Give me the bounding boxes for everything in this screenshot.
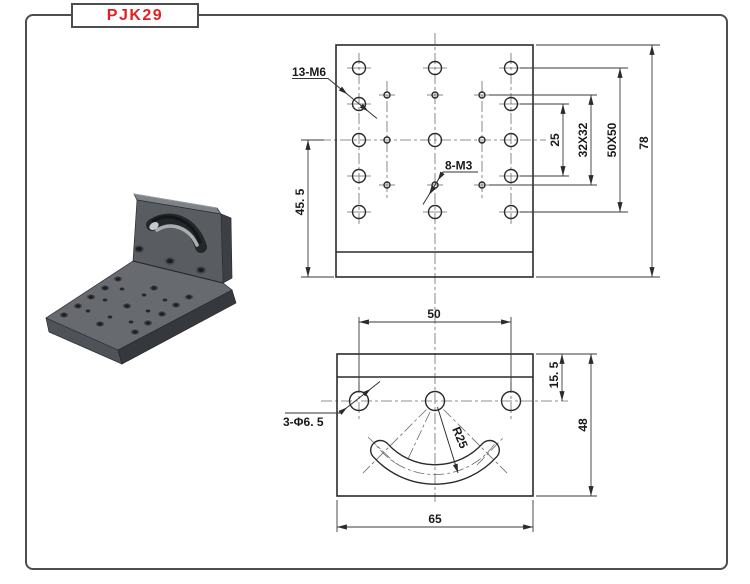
leader-m6: 13-M6 (292, 65, 378, 119)
dim-text-65: 65 (428, 512, 442, 526)
dim-text-50x50: 50X50 (605, 122, 619, 157)
label-m3: 8-M3 (445, 159, 473, 173)
plate-holes-3d (134, 245, 206, 274)
dim-50: 50 (358, 307, 512, 392)
front-view-outline (335, 44, 534, 278)
dim-right-bottom-view: 15. 5 48 (536, 353, 597, 497)
dim-65: 65 (336, 500, 534, 532)
front-view: 13-M6 8-M3 45. 5 (292, 44, 660, 278)
label-phi65: 3-Φ6. 5 (283, 415, 324, 429)
bottom-view-outline (336, 353, 534, 497)
dim-45-5: 45. 5 (293, 139, 334, 278)
dim-text-15-5: 15. 5 (547, 361, 561, 388)
part-3d-render (45, 193, 237, 365)
dim-text-25: 25 (548, 133, 562, 147)
label-m6: 13-M6 (292, 65, 326, 79)
bottom-view: R25 3-Φ6. 5 50 65 (283, 307, 597, 532)
m6-hole-circles (351, 60, 519, 220)
base-m3-holes-3d (85, 287, 168, 324)
sheet-border-frame (25, 14, 728, 570)
label-r25: R25 (449, 425, 471, 451)
dim-text-50: 50 (427, 307, 441, 321)
title-block: PJK29 (71, 3, 199, 28)
dim-right-stack: 25 32X32 50X50 78 (489, 44, 660, 278)
base-m6-holes-3d (58, 275, 195, 336)
leader-phi65: 3-Φ6. 5 (283, 381, 381, 429)
centerlines (320, 33, 568, 502)
dim-text-45-5: 45. 5 (293, 188, 307, 215)
dim-text-48: 48 (576, 418, 590, 432)
part-number: PJK29 (106, 6, 164, 24)
dim-text-32x32: 32X32 (576, 122, 590, 157)
arc-slot (370, 439, 500, 485)
m3-hole-circles (383, 91, 486, 189)
phi65-hole-circles (348, 390, 522, 412)
leader-m3: 8-M3 (422, 159, 478, 205)
dim-text-78: 78 (637, 136, 651, 150)
